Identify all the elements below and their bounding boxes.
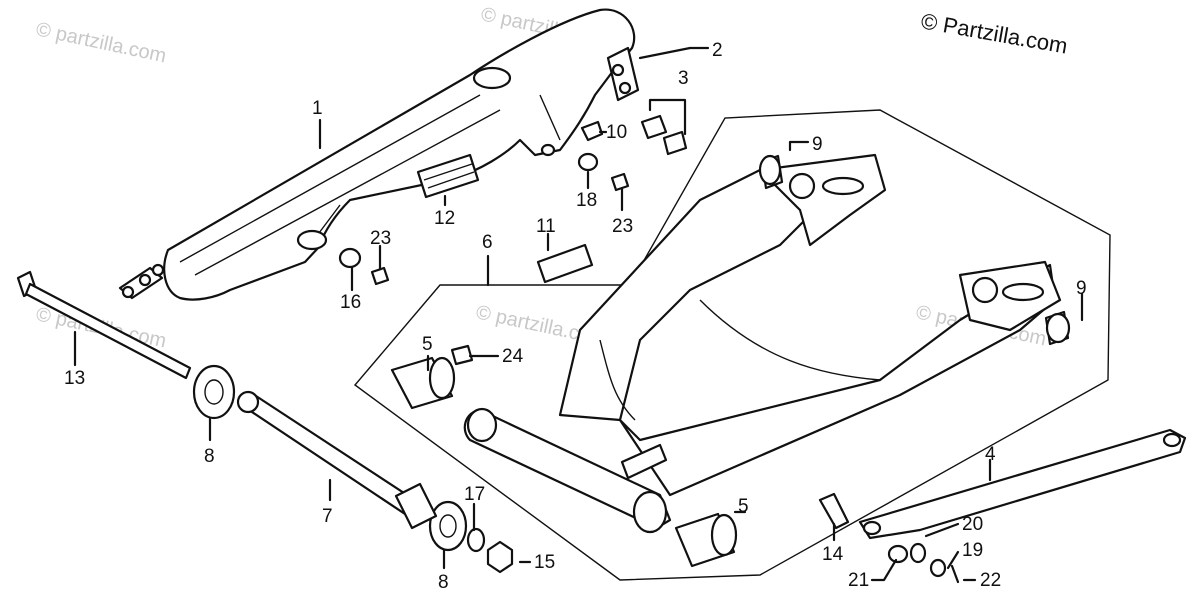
dust-seal-part-8: [192, 364, 236, 420]
washer-part-17: [466, 527, 486, 553]
callout-11: 11: [536, 216, 556, 237]
callout-7: 7: [322, 506, 333, 527]
callout-18: 18: [576, 190, 597, 211]
callout-6: 6: [482, 232, 493, 253]
copyright-text: © Partzilla.com: [919, 8, 1069, 58]
pivot-shaft-part: [236, 390, 438, 530]
swingarm-assembly-outline: [353, 109, 1111, 581]
bushing-part-5: [390, 356, 456, 410]
callout-10: 10: [606, 122, 627, 143]
tube-part-11: [536, 243, 594, 284]
callout-16: 16: [340, 292, 361, 313]
callout-9: 9: [812, 134, 823, 155]
callout-4: 4: [985, 444, 996, 465]
callout-2: 2: [712, 40, 723, 61]
watermark: © partzilla.com: [34, 18, 168, 67]
callout-1: 1: [312, 98, 323, 119]
callout-17: 17: [464, 484, 485, 505]
bolt-part-23: [610, 172, 630, 192]
torque-link-part: [858, 428, 1187, 540]
callout-5: 5: [422, 334, 433, 355]
nut-part-15: [486, 540, 514, 574]
callout-12: 12: [434, 208, 455, 229]
bushing-part-5: [674, 512, 738, 568]
bolt-part-10: [580, 120, 604, 142]
callout-15: 15: [534, 552, 555, 573]
callout-19: 19: [962, 540, 983, 561]
bolt-part-23: [370, 266, 390, 286]
chain-joint-part: [640, 114, 688, 156]
callout-8: 8: [438, 572, 449, 593]
callout-8: 8: [204, 446, 215, 467]
washer-part-20: [909, 542, 927, 564]
washer-part-19: [929, 558, 947, 578]
bolt-part-14: [818, 492, 850, 530]
callout-23: 23: [370, 228, 391, 249]
grease-nipple-part: [450, 344, 474, 366]
leader-lines: [73, 46, 1084, 582]
chain-case-part: [118, 8, 636, 301]
callout-9: 9: [1076, 278, 1087, 299]
callout-3: 3: [678, 68, 689, 89]
callout-20: 20: [962, 514, 983, 535]
bushing-part-9: [1044, 310, 1071, 346]
callout-5: 5: [738, 496, 749, 517]
dust-seal-part-8: [428, 500, 468, 552]
callout-22: 22: [980, 570, 1001, 591]
nut-part-21: [887, 544, 909, 564]
callout-labels: 1 2 3 4 5 5 6 7 8 8 9 9 10 11 12 13 14 1…: [64, 40, 1087, 593]
cotter-pin-part-22: [950, 564, 960, 584]
callout-24: 24: [502, 346, 524, 367]
swing-arm-part: [463, 153, 1062, 534]
callout-14: 14: [822, 544, 844, 565]
collar-part-16: [338, 247, 362, 269]
callout-21: 21: [848, 570, 869, 591]
pivot-bolt-part: [16, 270, 192, 380]
collar-part-18: [577, 152, 599, 172]
callout-23: 23: [612, 216, 633, 237]
bushing-part-9: [758, 154, 784, 190]
chain-clip-part: [606, 46, 640, 102]
callout-13: 13: [64, 368, 85, 389]
